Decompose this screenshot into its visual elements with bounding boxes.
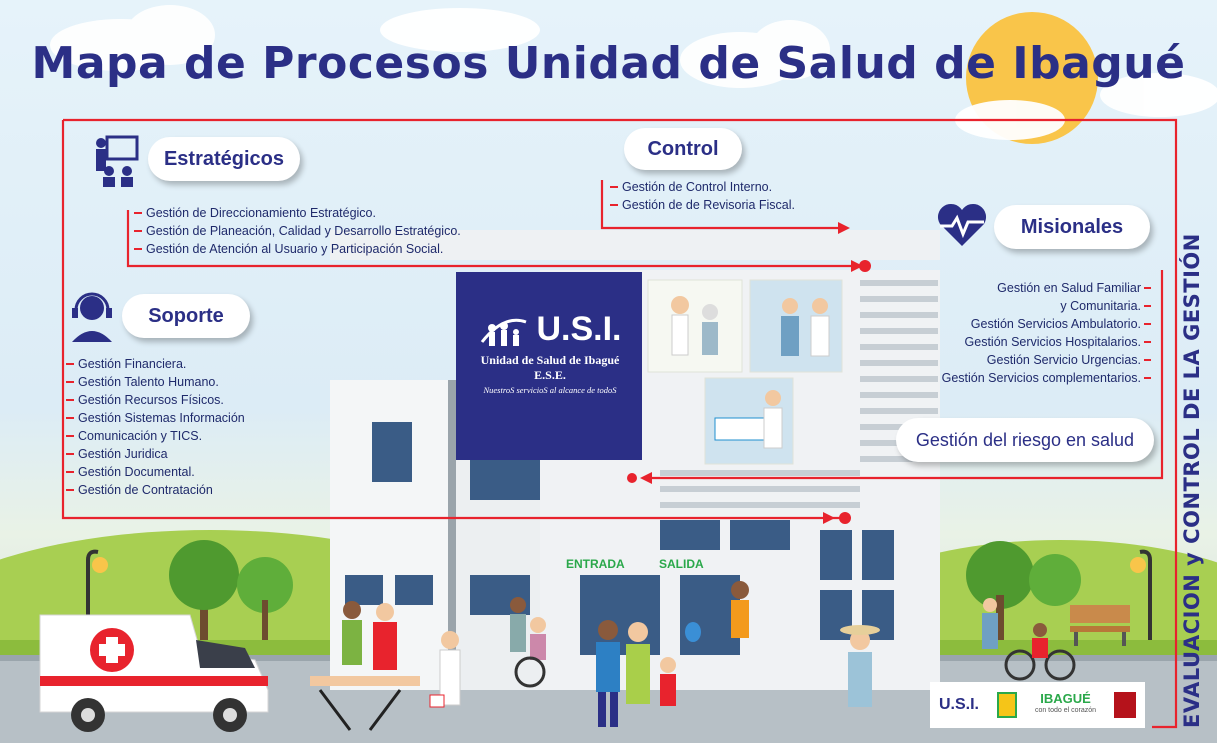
heart-pulse-icon [937, 203, 987, 246]
street-lamps [86, 549, 1152, 640]
trees-decoration [169, 540, 1081, 640]
sign-ese: E.S.E. [534, 368, 566, 382]
soporte-item: Gestión Sistemas Información [66, 411, 245, 425]
ibague-brand: IBAGUÉ con todo el corazón [1034, 691, 1097, 717]
misionales-item: Gestión Servicios Hospitalarios. [942, 333, 1152, 351]
estrategicos-item: Gestión de Direccionamiento Estratégico. [134, 204, 461, 222]
soporte-item: Gestión de Contratación [66, 481, 245, 499]
soporte-item: Gestión Talento Humano. [66, 373, 245, 391]
usi-family-logo-icon [481, 318, 527, 346]
page-title: Mapa de Procesos Unidad de Salud de Ibag… [31, 38, 1186, 89]
soporte-list: Gestión Financiera. Gestión Talento Huma… [66, 355, 245, 499]
ibague-slogan: con todo el corazón [1034, 707, 1097, 714]
control-item: Gestión de Control Interno. [610, 178, 795, 196]
section-misionales-label: Misionales [994, 205, 1150, 249]
strategy-presentation-icon [96, 135, 139, 187]
soporte-item: Gestión Juridica [66, 445, 245, 463]
estrategicos-list: Gestión de Direccionamiento Estratégico.… [134, 204, 461, 258]
soporte-item: Gestión Recursos Físicos. [66, 391, 245, 409]
ibague-logo-text: IBAGUÉ [1040, 691, 1091, 706]
section-estrategicos-label: Estratégicos [148, 137, 300, 181]
process-connectors [61, 118, 1178, 729]
usi-footer-logo: U.S.I. [938, 696, 979, 713]
sign-name: Unidad de Salud de Ibagué [480, 353, 620, 367]
misionales-item: y Comunitaria. [942, 297, 1152, 315]
headset-support-icon [72, 292, 112, 342]
control-item: Gestión de de Revisoria Fiscal. [610, 198, 795, 212]
misionales-item: Gestión Servicios complementarios. [941, 371, 1152, 385]
evaluacion-control-side-label: EVALUACION y CONTROL DE LA GESTIÓN [1180, 233, 1204, 728]
soporte-item: Gestión Documental. [66, 463, 245, 481]
footer-logos: U.S.I. IBAGUÉ con todo el corazón [930, 682, 1145, 728]
building-sign: U.S.I. Unidad de Salud de Ibagué E.S.E. … [462, 310, 638, 395]
riesgo-label: Gestión del riesgo en salud [896, 418, 1154, 462]
misionales-item: Gestión Servicio Urgencias. [942, 351, 1152, 369]
section-control-label: Control [624, 128, 742, 170]
sign-logo-text: U.S.I. [536, 310, 622, 348]
soporte-item: Gestión Financiera. [66, 355, 245, 373]
park-bench [1070, 605, 1130, 646]
ibague-shield-icon [996, 692, 1017, 718]
control-list: Gestión de Control Interno. Gestión de d… [610, 178, 795, 214]
soporte-item-continuation: Comunicación y TICS. [66, 427, 245, 445]
sign-slogan: NuestroS servicioS al alcance de todoS [483, 385, 617, 395]
entrada-label: ENTRADA [566, 557, 625, 571]
ambulance [39, 614, 269, 732]
clouds-decoration [50, 5, 1217, 140]
salida-label: SALIDA [659, 557, 704, 571]
municipal-emblem-icon [1114, 692, 1137, 718]
misionales-item: Gestión en Salud Familiar [942, 279, 1152, 297]
hospital-building [330, 230, 940, 690]
section-soporte-label: Soporte [122, 294, 250, 338]
estrategicos-item: Gestión de Atención al Usuario y Partici… [134, 240, 461, 258]
people-figures [310, 581, 1076, 731]
misionales-list: Gestión en Salud Familiar y Comunitaria.… [941, 279, 1152, 387]
staff-figures [671, 296, 830, 449]
misionales-item: Gestión Servicios Ambulatorio. [942, 315, 1152, 333]
estrategicos-item: Gestión de Planeación, Calidad y Desarro… [134, 224, 461, 238]
connector-arrowheads [627, 222, 871, 524]
